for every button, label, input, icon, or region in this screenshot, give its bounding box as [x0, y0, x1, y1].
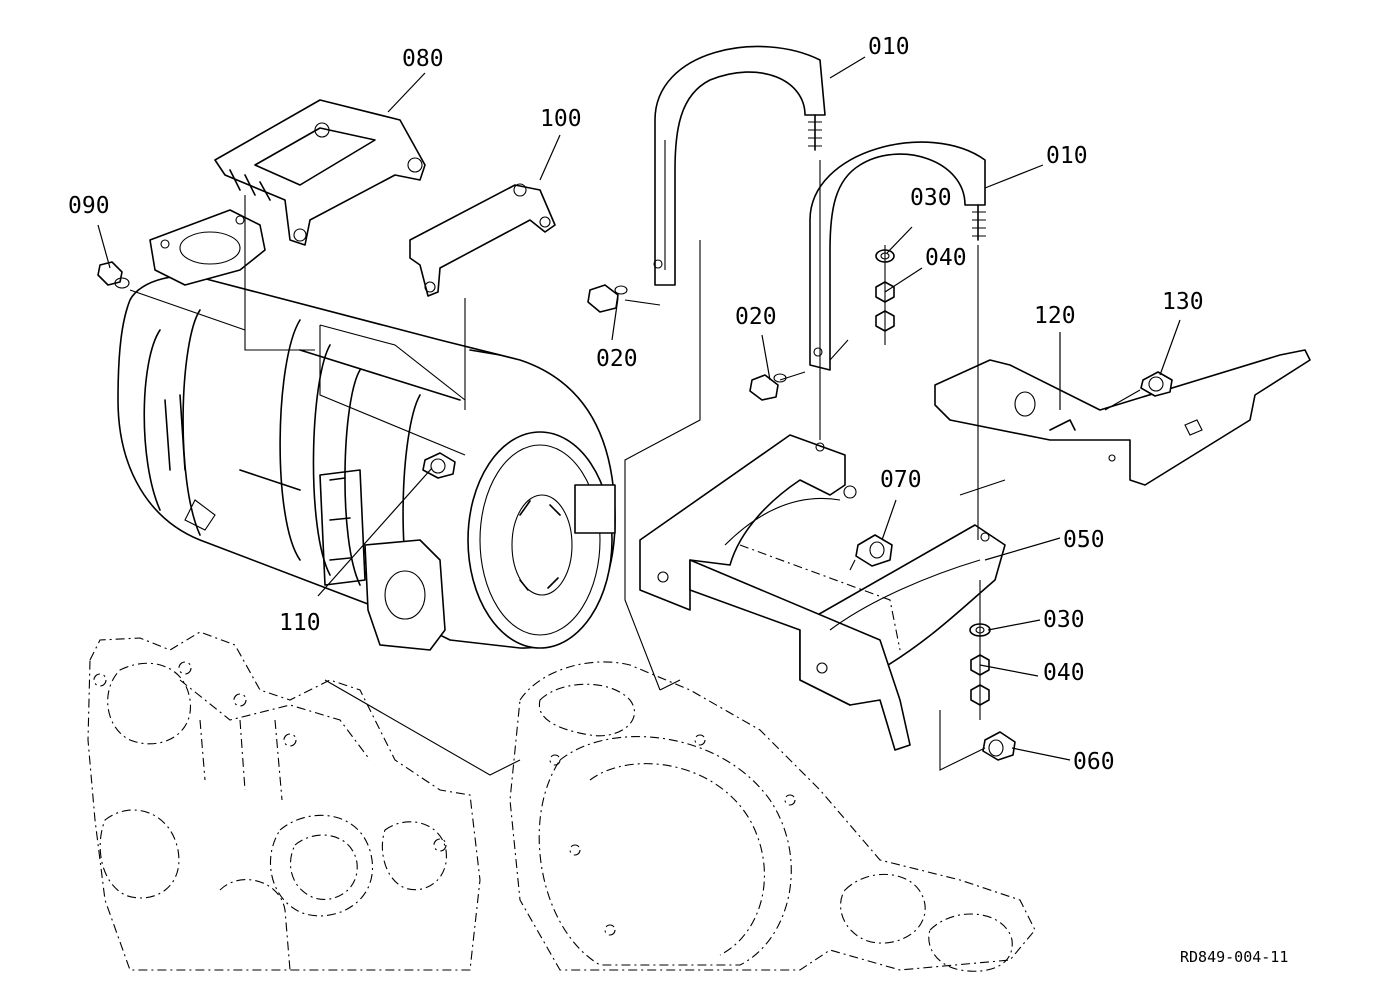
callout-110: 110: [279, 610, 321, 636]
flywheel-housing: [509, 661, 1036, 972]
callout-010-rear: 010: [1046, 143, 1088, 169]
strap-010-rear: [809, 141, 986, 371]
assembly-lines: [129, 160, 1141, 776]
callout-070: 070: [880, 467, 922, 493]
bolt-020-right: [749, 373, 787, 401]
callout-040-lower: 040: [1043, 660, 1085, 686]
bolt-020-left: [587, 284, 628, 313]
gear-case-housing: [87, 631, 481, 971]
dpf-muffler-assembly: [117, 209, 616, 651]
bolt-090: [97, 261, 130, 289]
drawing-reference-number: RD849-004-11: [1180, 948, 1288, 966]
callout-010-front: 010: [868, 34, 910, 60]
callout-030-lower: 030: [1043, 607, 1085, 633]
callout-060: 060: [1073, 749, 1115, 775]
callout-130: 130: [1162, 289, 1204, 315]
callout-020-left: 020: [596, 346, 638, 372]
callout-100: 100: [540, 106, 582, 132]
callout-030-upper: 030: [910, 185, 952, 211]
callout-leaders: [97, 56, 1181, 761]
callout-050: 050: [1063, 527, 1105, 553]
bolt-130: [1140, 371, 1173, 397]
support-bracket-050: [639, 434, 1006, 751]
bolt-110: [422, 452, 456, 479]
callout-080: 080: [402, 46, 444, 72]
callout-040-upper: 040: [925, 245, 967, 271]
bracket-080: [214, 99, 426, 246]
bolt-060: [982, 731, 1016, 761]
callout-090: 090: [68, 193, 110, 219]
bracket-100: [409, 183, 556, 297]
bracket-120: [934, 349, 1311, 486]
callout-020-right: 020: [735, 304, 777, 330]
strap-010-front: [653, 45, 826, 286]
bolt-070: [855, 534, 893, 567]
callout-labels: 010 010 020 020 030 040 050 030 040 060 …: [68, 34, 1204, 775]
callout-120: 120: [1034, 303, 1076, 329]
